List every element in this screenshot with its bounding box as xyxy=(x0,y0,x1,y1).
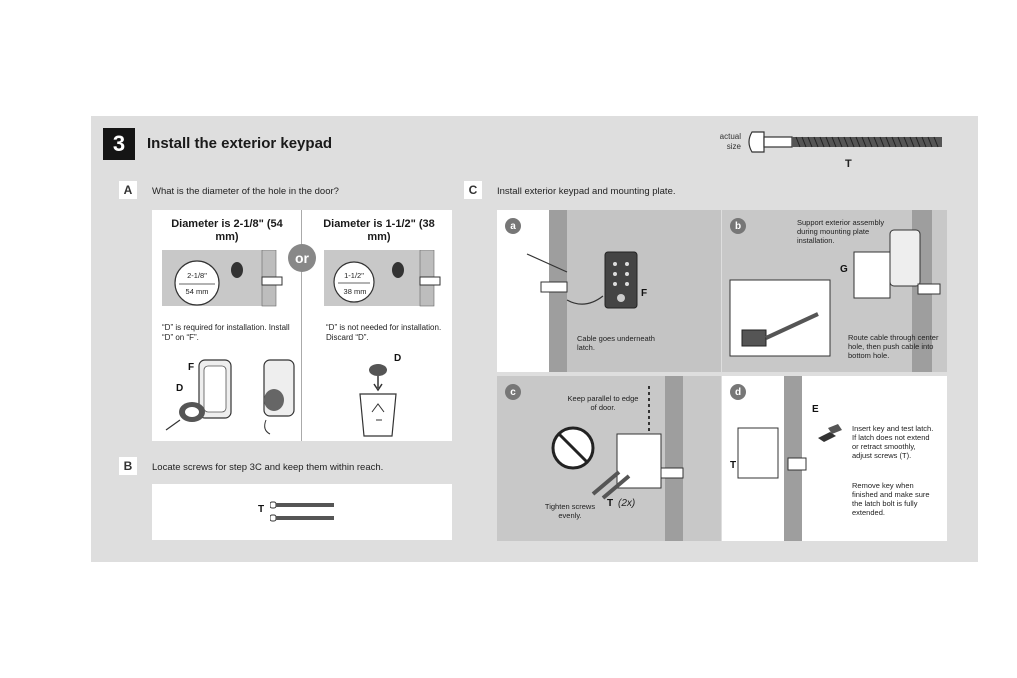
c-a-label-f: F xyxy=(641,288,648,299)
c-d-label-t: T xyxy=(730,460,737,471)
badge-b: b xyxy=(730,218,746,234)
c-d-label-e: E xyxy=(812,404,819,415)
mounting-plate-illustration xyxy=(729,210,941,372)
section-b-letter: B xyxy=(119,457,137,475)
screws-illustration xyxy=(270,501,334,522)
right-note: “D” is not needed for installation. Disc… xyxy=(326,323,442,342)
instruction-sheet: 3 Install the exterior keypad actual siz… xyxy=(91,116,978,562)
bolt-caption: actual size xyxy=(719,132,741,151)
c-b-note: Route cable through center hole, then pu… xyxy=(848,333,939,360)
door-hole-large-illustration xyxy=(162,250,283,307)
section-c-letter: C xyxy=(464,181,482,199)
recycle-bin-icon xyxy=(359,364,397,437)
c-d-note-1: Insert key and test latch. If latch does… xyxy=(852,424,934,460)
panel-c-d: d E T Insert key and test latch. If latc… xyxy=(722,376,947,541)
bolt-label: T xyxy=(845,158,852,170)
or-badge: or xyxy=(288,244,316,272)
left-label-d: D xyxy=(176,383,184,394)
c-b-label-g: G xyxy=(840,264,848,275)
c-c-note-top: Keep parallel to edge of door. xyxy=(567,394,639,412)
section-b-label-t: T xyxy=(258,504,265,515)
c-c-qty: (2x) xyxy=(618,498,636,509)
divider xyxy=(301,210,302,441)
key-test-illustration xyxy=(737,376,842,541)
bolt-illustration xyxy=(748,131,942,153)
badge-d: d xyxy=(730,384,746,400)
section-b-text: Locate screws for step 3C and keep them … xyxy=(152,462,384,473)
door-hole-small-illustration xyxy=(324,250,441,307)
section-a-question: What is the diameter of the hole in the … xyxy=(152,186,339,197)
c-d-note-2: Remove key when finished and make sure t… xyxy=(852,481,930,517)
left-note: “D” is required for installation. Instal… xyxy=(162,323,290,342)
section-b-panel: T xyxy=(152,484,452,540)
section-c-text: Install exterior keypad and mounting pla… xyxy=(497,186,676,197)
section-a-panel: Diameter is 2-1/8" (54 mm) 2-1/8" 54 mm … xyxy=(152,210,452,441)
badge-a: a xyxy=(505,218,521,234)
left-label-f: F xyxy=(188,362,195,373)
badge-c: c xyxy=(505,384,521,400)
screw-tighten-illustration xyxy=(551,376,684,541)
step-number: 3 xyxy=(103,128,135,160)
panel-c-a: a F Cable goes underneath latch. xyxy=(497,210,721,372)
left-header: Diameter is 2-1/8" (54 mm) xyxy=(171,218,283,243)
left-circle-line1: 2-1/8" xyxy=(187,271,207,280)
panel-c-b: b Support exterior assembly during mount… xyxy=(722,210,947,372)
c-a-note: Cable goes underneath latch. xyxy=(577,334,655,352)
left-circle-line2: 54 mm xyxy=(185,287,209,296)
right-circle-line2: 38 mm xyxy=(343,287,367,296)
section-a-letter: A xyxy=(119,181,137,199)
right-header: Diameter is 1-1/2" (38 mm) xyxy=(323,218,435,243)
keypad-install-illustration xyxy=(526,210,721,372)
c-c-note-bottom: Tighten screws evenly. xyxy=(544,502,596,520)
panel-c-c: c Keep parallel to edge of door. T (2x) … xyxy=(497,376,721,541)
keypad-with-ring-illustration xyxy=(165,359,295,435)
step-title: Install the exterior keypad xyxy=(147,135,333,152)
c-b-warning: Support exterior assembly during mountin… xyxy=(797,218,885,245)
right-label-d: D xyxy=(394,353,402,364)
right-circle-line1: 1-1/2" xyxy=(344,271,364,280)
c-c-label-t: T xyxy=(607,498,614,509)
